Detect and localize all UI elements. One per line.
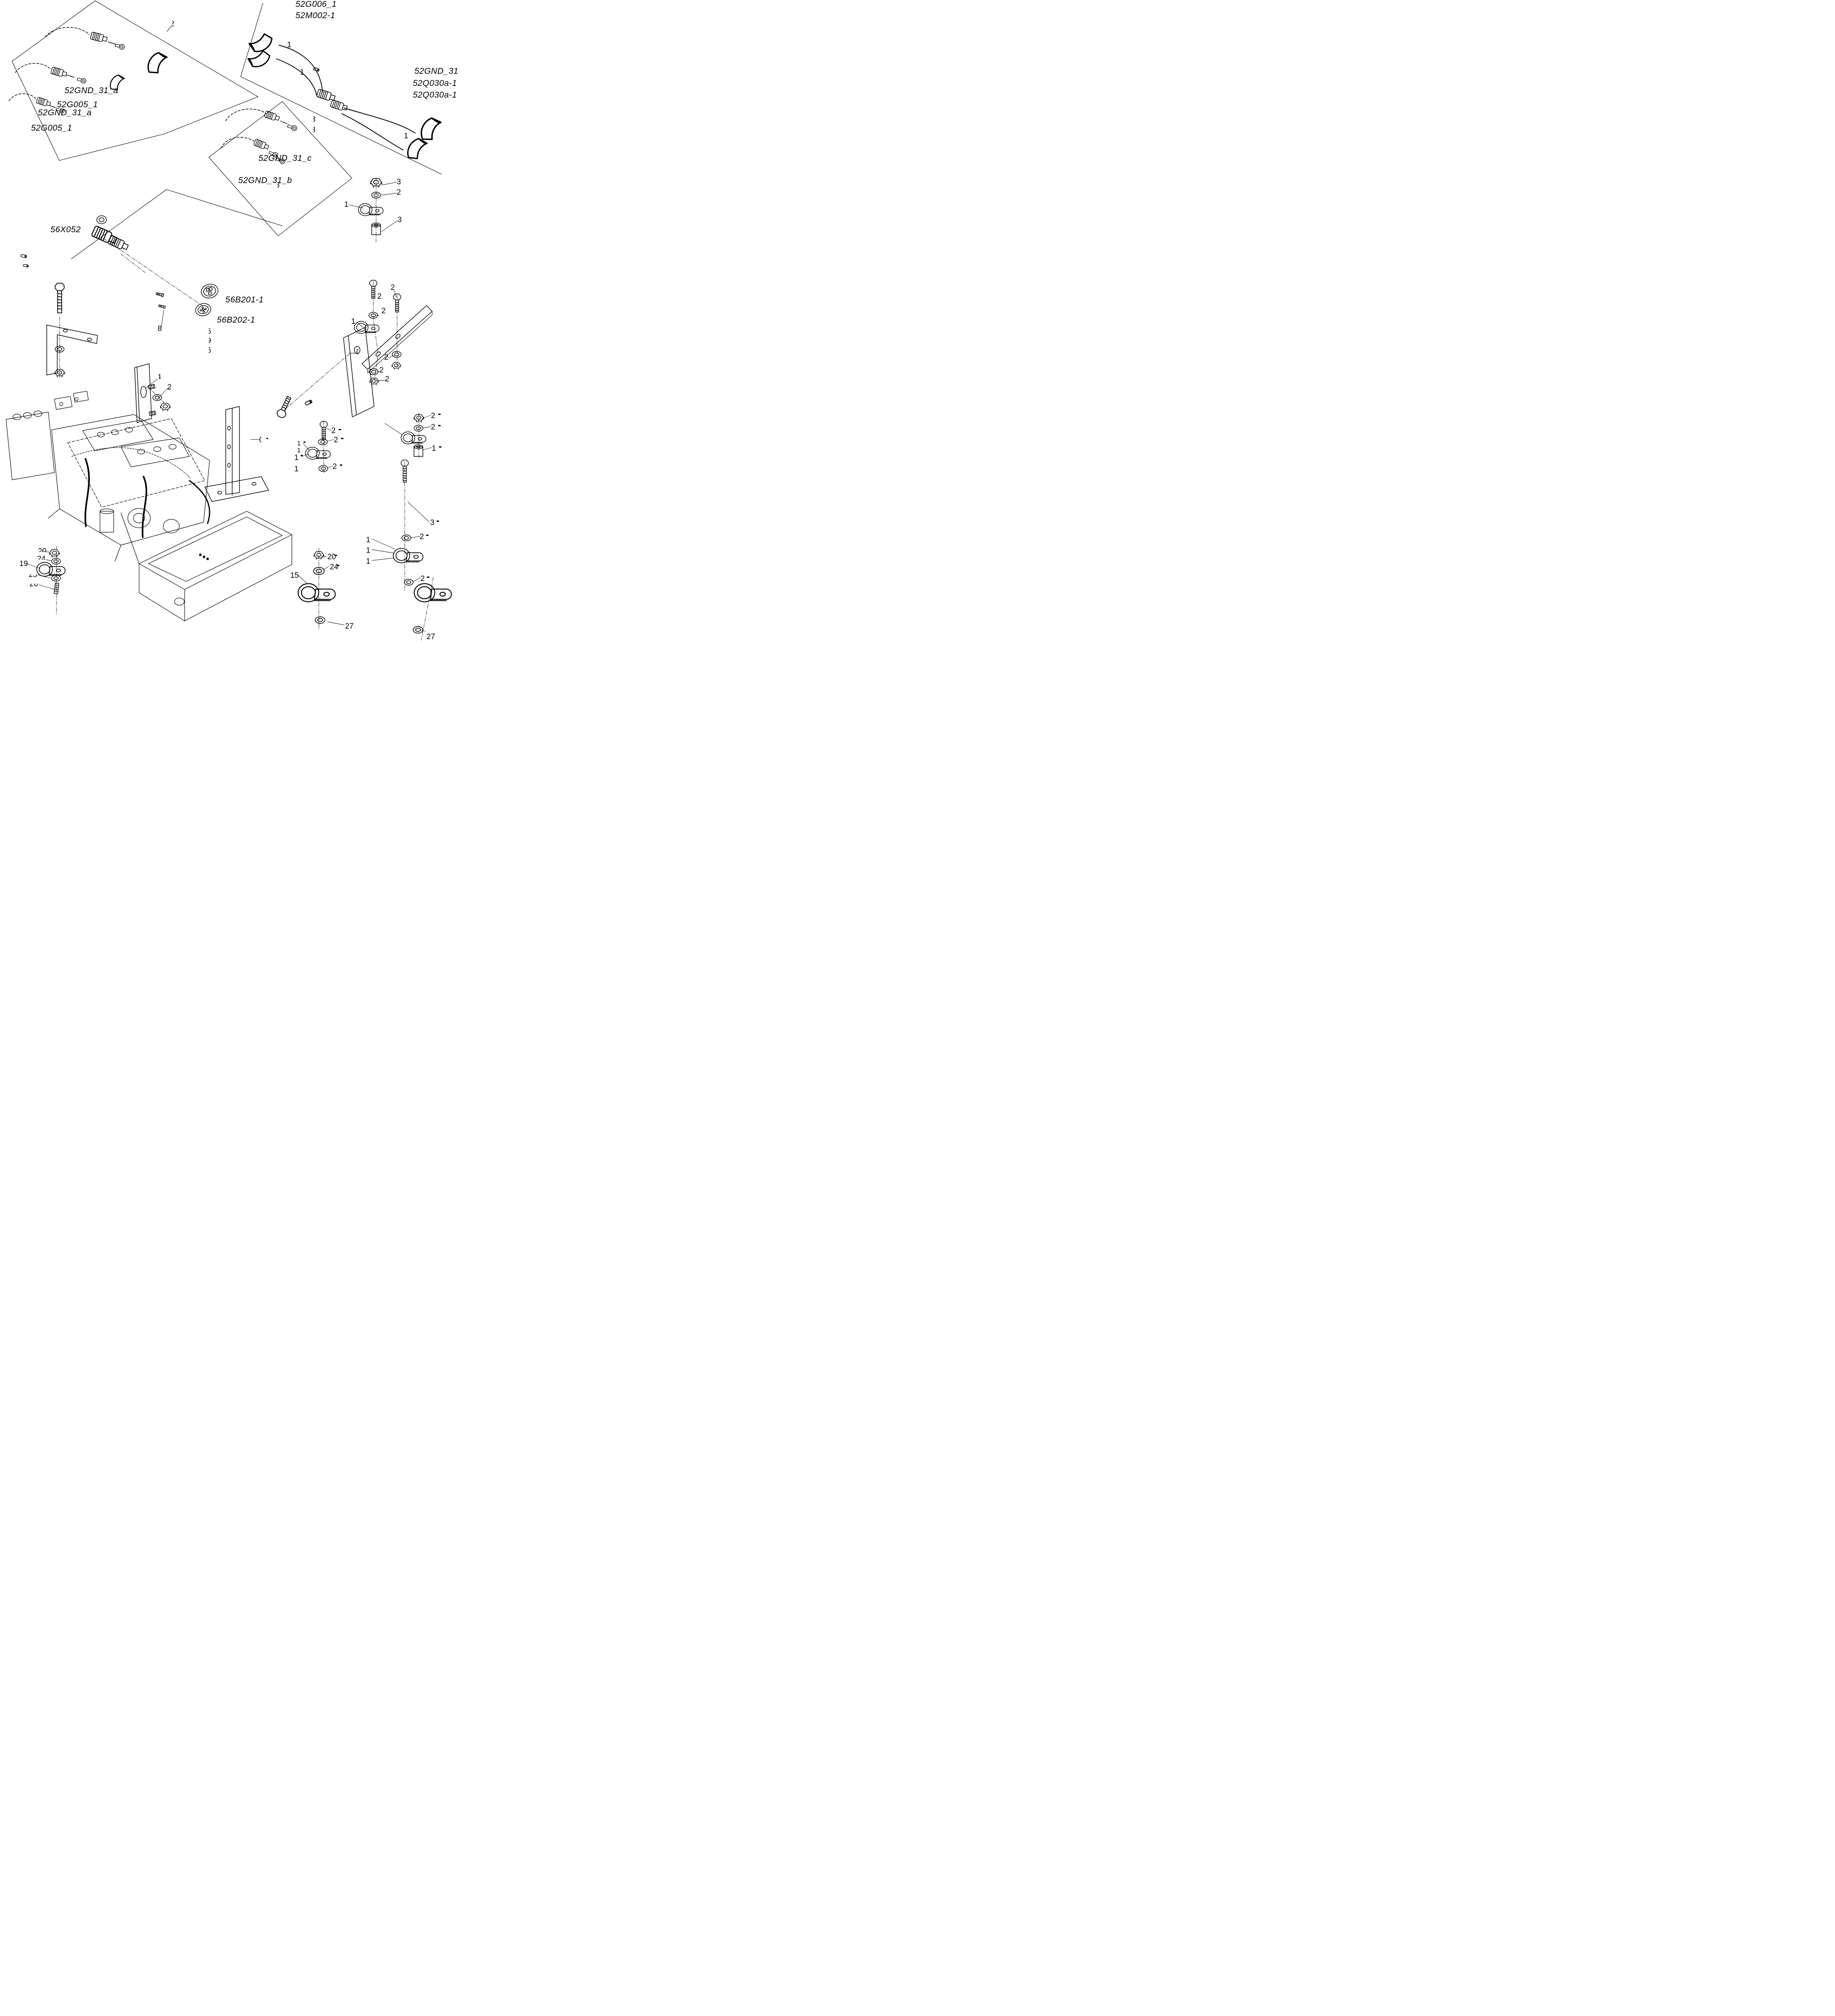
callout-br2-nut-2: 2 — [431, 412, 435, 420]
battery-cables — [245, 30, 445, 161]
clamp-cluster-bc — [297, 548, 345, 630]
callout-br2-washer-2: 2 — [431, 423, 435, 431]
clipped-digit-fragments — [266, 414, 441, 578]
callout-cable-1c: 1 — [404, 132, 408, 140]
callout-6b: 6 — [207, 346, 211, 355]
left-bracket-group — [46, 283, 98, 378]
part-code-52m002: 52M002-1 — [295, 11, 335, 20]
callout-br1-washer-2b: 2 — [333, 462, 337, 471]
callout-bl-19: 19 — [19, 560, 28, 568]
middle-cable-assemblies — [221, 108, 298, 165]
part-code-52q030a-2: 52Q030a-1 — [413, 90, 457, 100]
part-code-52q030a-1: 52Q030a-1 — [413, 79, 457, 88]
callout-3b: 3 — [311, 126, 316, 134]
diagram-artwork — [6, 0, 452, 641]
part-code-52gnd31c: 52GND_31_c — [258, 154, 312, 163]
engine — [6, 391, 210, 562]
callout-br3-washer-2b: 2 — [420, 575, 425, 583]
callout-bc-27: 27 — [345, 622, 354, 631]
callout-fbr-27: 27 — [427, 633, 435, 641]
part-code-56x052: 56X052 — [50, 225, 81, 234]
callout-br3-1a: 1 — [366, 536, 370, 544]
callout-8: 8 — [158, 325, 162, 333]
callout-br1-1b: 1 — [297, 447, 301, 454]
callout-bl-26: 26 — [29, 580, 38, 588]
skid-frame — [121, 511, 292, 621]
callout-cable-1b: 1 — [300, 68, 304, 77]
callout-3a: 3 — [311, 115, 316, 124]
clamp-cluster-br3 — [372, 460, 429, 591]
center-plate-group — [134, 363, 171, 423]
callout-tr-spacer-3: 3 — [397, 216, 402, 224]
callout-tr-nut-3: 3 — [397, 178, 401, 186]
clamp-stack-top-right — [349, 177, 398, 242]
callout-bar-washer-2c: 2 — [379, 366, 384, 375]
callout-bc-24: 24 — [330, 563, 339, 571]
part-code-56b202: 56B202-1 — [217, 315, 256, 325]
clamp-cluster-br1 — [300, 421, 334, 474]
callout-bc-15: 15 — [290, 571, 299, 580]
callout-bl-24: 24 — [37, 555, 46, 563]
callout-cable-1a: 1 — [287, 41, 291, 49]
callout-bar-bolt-2b: 2 — [391, 283, 395, 292]
callout-br1-washer-2a: 2 — [334, 436, 338, 444]
callout-bar-washer-2b: 2 — [384, 353, 389, 362]
callout-bar-washer-2a: 2 — [381, 307, 386, 315]
clamp-cluster-bl — [26, 546, 66, 615]
tall-bracket — [204, 354, 350, 502]
callout-br1-1a: 1 — [297, 440, 301, 447]
callout-top-2: 2 — [170, 20, 175, 28]
callout-br3-washer-2a: 2 — [420, 533, 424, 541]
group-frames — [12, 0, 442, 259]
callout-br3-bolt-3: 3 — [430, 519, 435, 527]
callout-bracket-0: 0 — [259, 436, 264, 444]
callout-br1-1c: 1 — [294, 454, 299, 462]
clamp-cluster-br2 — [385, 412, 432, 458]
connector-group — [20, 215, 218, 328]
part-code-52g005-1b: 52G005_1 — [31, 123, 73, 133]
callout-bl-25: 25 — [29, 571, 37, 579]
part-code-52gnd31b: 52GND_31_b — [238, 176, 292, 185]
callout-9: 9 — [207, 337, 211, 345]
ground-cable-assemblies — [8, 27, 171, 114]
callout-br1-1d: 1 — [294, 465, 299, 473]
callout-br2-spacer-1: 1 — [432, 444, 436, 453]
callout-3c: 3 — [275, 181, 280, 190]
callout-br3-1b: 1 — [366, 546, 370, 555]
part-code-52gnd31: 52GND_31 — [414, 67, 459, 76]
part-code-52g006: 52G006_1 — [295, 0, 337, 9]
clamp-cluster-fbr — [413, 577, 452, 641]
callout-plate-2: 2 — [167, 383, 172, 392]
callout-bar-nut-2: 2 — [385, 375, 389, 383]
callout-6a: 6 — [207, 327, 211, 336]
callout-bar-bolt-2a: 2 — [377, 292, 382, 301]
callout-bar-clamp-1: 1 — [351, 317, 356, 326]
callout-tr-washer-2: 2 — [397, 188, 401, 197]
callout-bl-20: 20 — [38, 547, 47, 556]
callout-br3-1c: 1 — [366, 557, 370, 566]
part-code-52g005-1a: 52G005_1 — [57, 100, 98, 109]
callout-br1-bolt-2: 2 — [331, 427, 336, 435]
callout-plate-4: 4 — [157, 373, 161, 381]
bar-cluster — [343, 280, 433, 417]
callout-tr-clamp-1: 1 — [344, 200, 349, 209]
diagram-page: 52G006_1 52M002-1 52GND_31 52Q030a-1 52Q… — [0, 0, 459, 644]
part-code-56b201: 56B201-1 — [225, 295, 264, 304]
part-code-52gnd31a-2: 52GND_31_a — [38, 108, 92, 117]
part-code-52gnd31a-1: 52GND_31_a — [64, 86, 119, 95]
callout-bar-0: 0 — [356, 348, 361, 356]
callout-bc-20: 20 — [327, 553, 336, 561]
